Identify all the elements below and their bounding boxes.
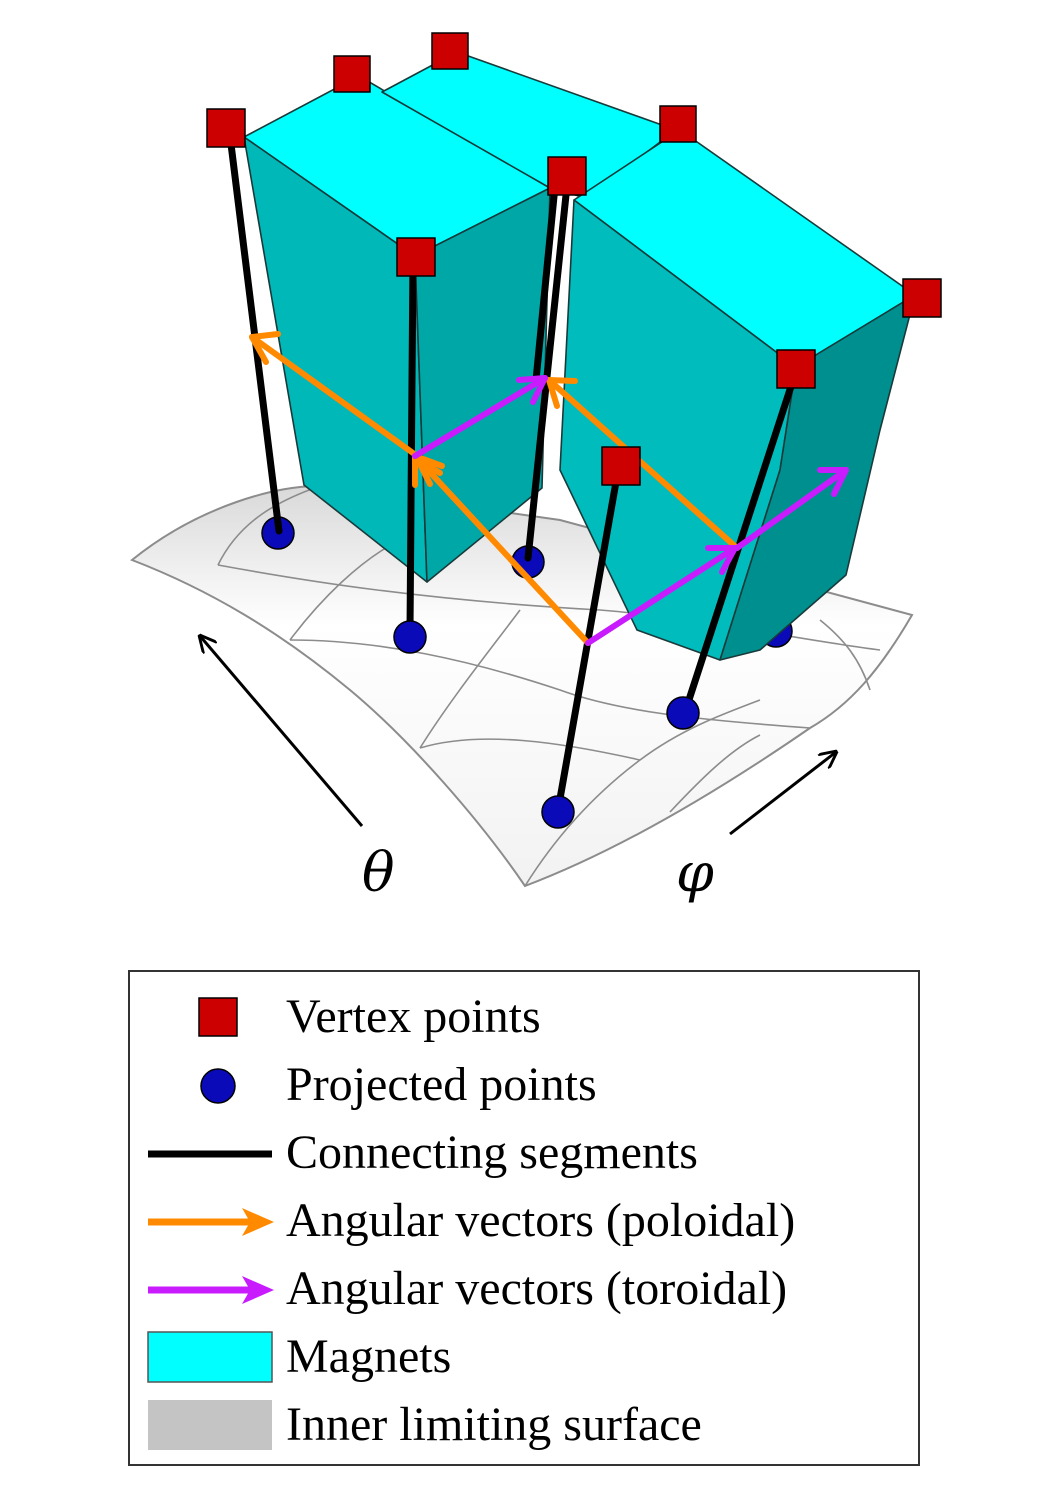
theta-label: θ bbox=[362, 841, 395, 904]
gray-box-icon bbox=[148, 1400, 272, 1450]
orange-arrow-icon bbox=[148, 1208, 274, 1236]
magnet-right bbox=[559, 129, 916, 661]
legend-item-magnets: Magnets bbox=[130, 1322, 918, 1390]
poloidal-vectors bbox=[249, 331, 740, 646]
vertex-point bbox=[902, 278, 942, 318]
projected-point bbox=[541, 795, 575, 829]
vertex-point bbox=[431, 32, 469, 70]
connecting-segments bbox=[406, 172, 801, 814]
legend-item-inner-limiting-surface: Inner limiting surface bbox=[130, 1390, 918, 1458]
vertex-point bbox=[206, 108, 246, 148]
vertex-points-back bbox=[333, 32, 697, 143]
legend-label: Angular vectors (toroidal) bbox=[286, 1262, 788, 1315]
phi-label: φ bbox=[676, 841, 714, 904]
toroidal-vectors bbox=[412, 375, 849, 646]
legend-item-connecting-segments: Connecting segments bbox=[130, 1118, 918, 1186]
vertex-point bbox=[776, 349, 816, 389]
vertex-point bbox=[601, 446, 641, 486]
legend-item-poloidal-vectors: Angular vectors (poloidal) bbox=[130, 1186, 918, 1254]
black-line-icon bbox=[148, 1150, 272, 1158]
projected-point bbox=[393, 620, 427, 654]
legend-label: Connecting segments bbox=[286, 1126, 698, 1179]
vertex-point bbox=[396, 237, 436, 277]
blue-circle-icon bbox=[200, 1068, 236, 1104]
vertex-point bbox=[547, 156, 587, 196]
legend-item-toroidal-vectors: Angular vectors (toroidal) bbox=[130, 1254, 918, 1322]
cyan-box-icon bbox=[147, 1331, 273, 1383]
legend-item-projected-points: Projected points bbox=[130, 1050, 918, 1118]
phi-direction-arrow bbox=[729, 752, 836, 836]
legend-label: Magnets bbox=[286, 1330, 452, 1383]
theta-direction-arrow bbox=[200, 636, 364, 827]
legend-label: Angular vectors (poloidal) bbox=[286, 1194, 796, 1247]
vertex-points-front bbox=[206, 108, 942, 486]
vertex-point bbox=[333, 55, 371, 93]
legend: Vertex points Projected points Connectin… bbox=[128, 970, 920, 1466]
legend-label: Vertex points bbox=[286, 990, 541, 1043]
magnet-left bbox=[243, 75, 551, 583]
legend-item-vertex-points: Vertex points bbox=[130, 982, 918, 1050]
projected-point bbox=[666, 696, 700, 730]
legend-label: Projected points bbox=[286, 1058, 597, 1111]
vertex-point bbox=[659, 105, 697, 143]
diagram-canvas bbox=[130, 32, 942, 888]
projected-points-front bbox=[393, 620, 700, 829]
red-square-icon bbox=[198, 997, 238, 1037]
legend-label: Inner limiting surface bbox=[286, 1398, 702, 1451]
magenta-arrow-icon bbox=[148, 1276, 274, 1304]
